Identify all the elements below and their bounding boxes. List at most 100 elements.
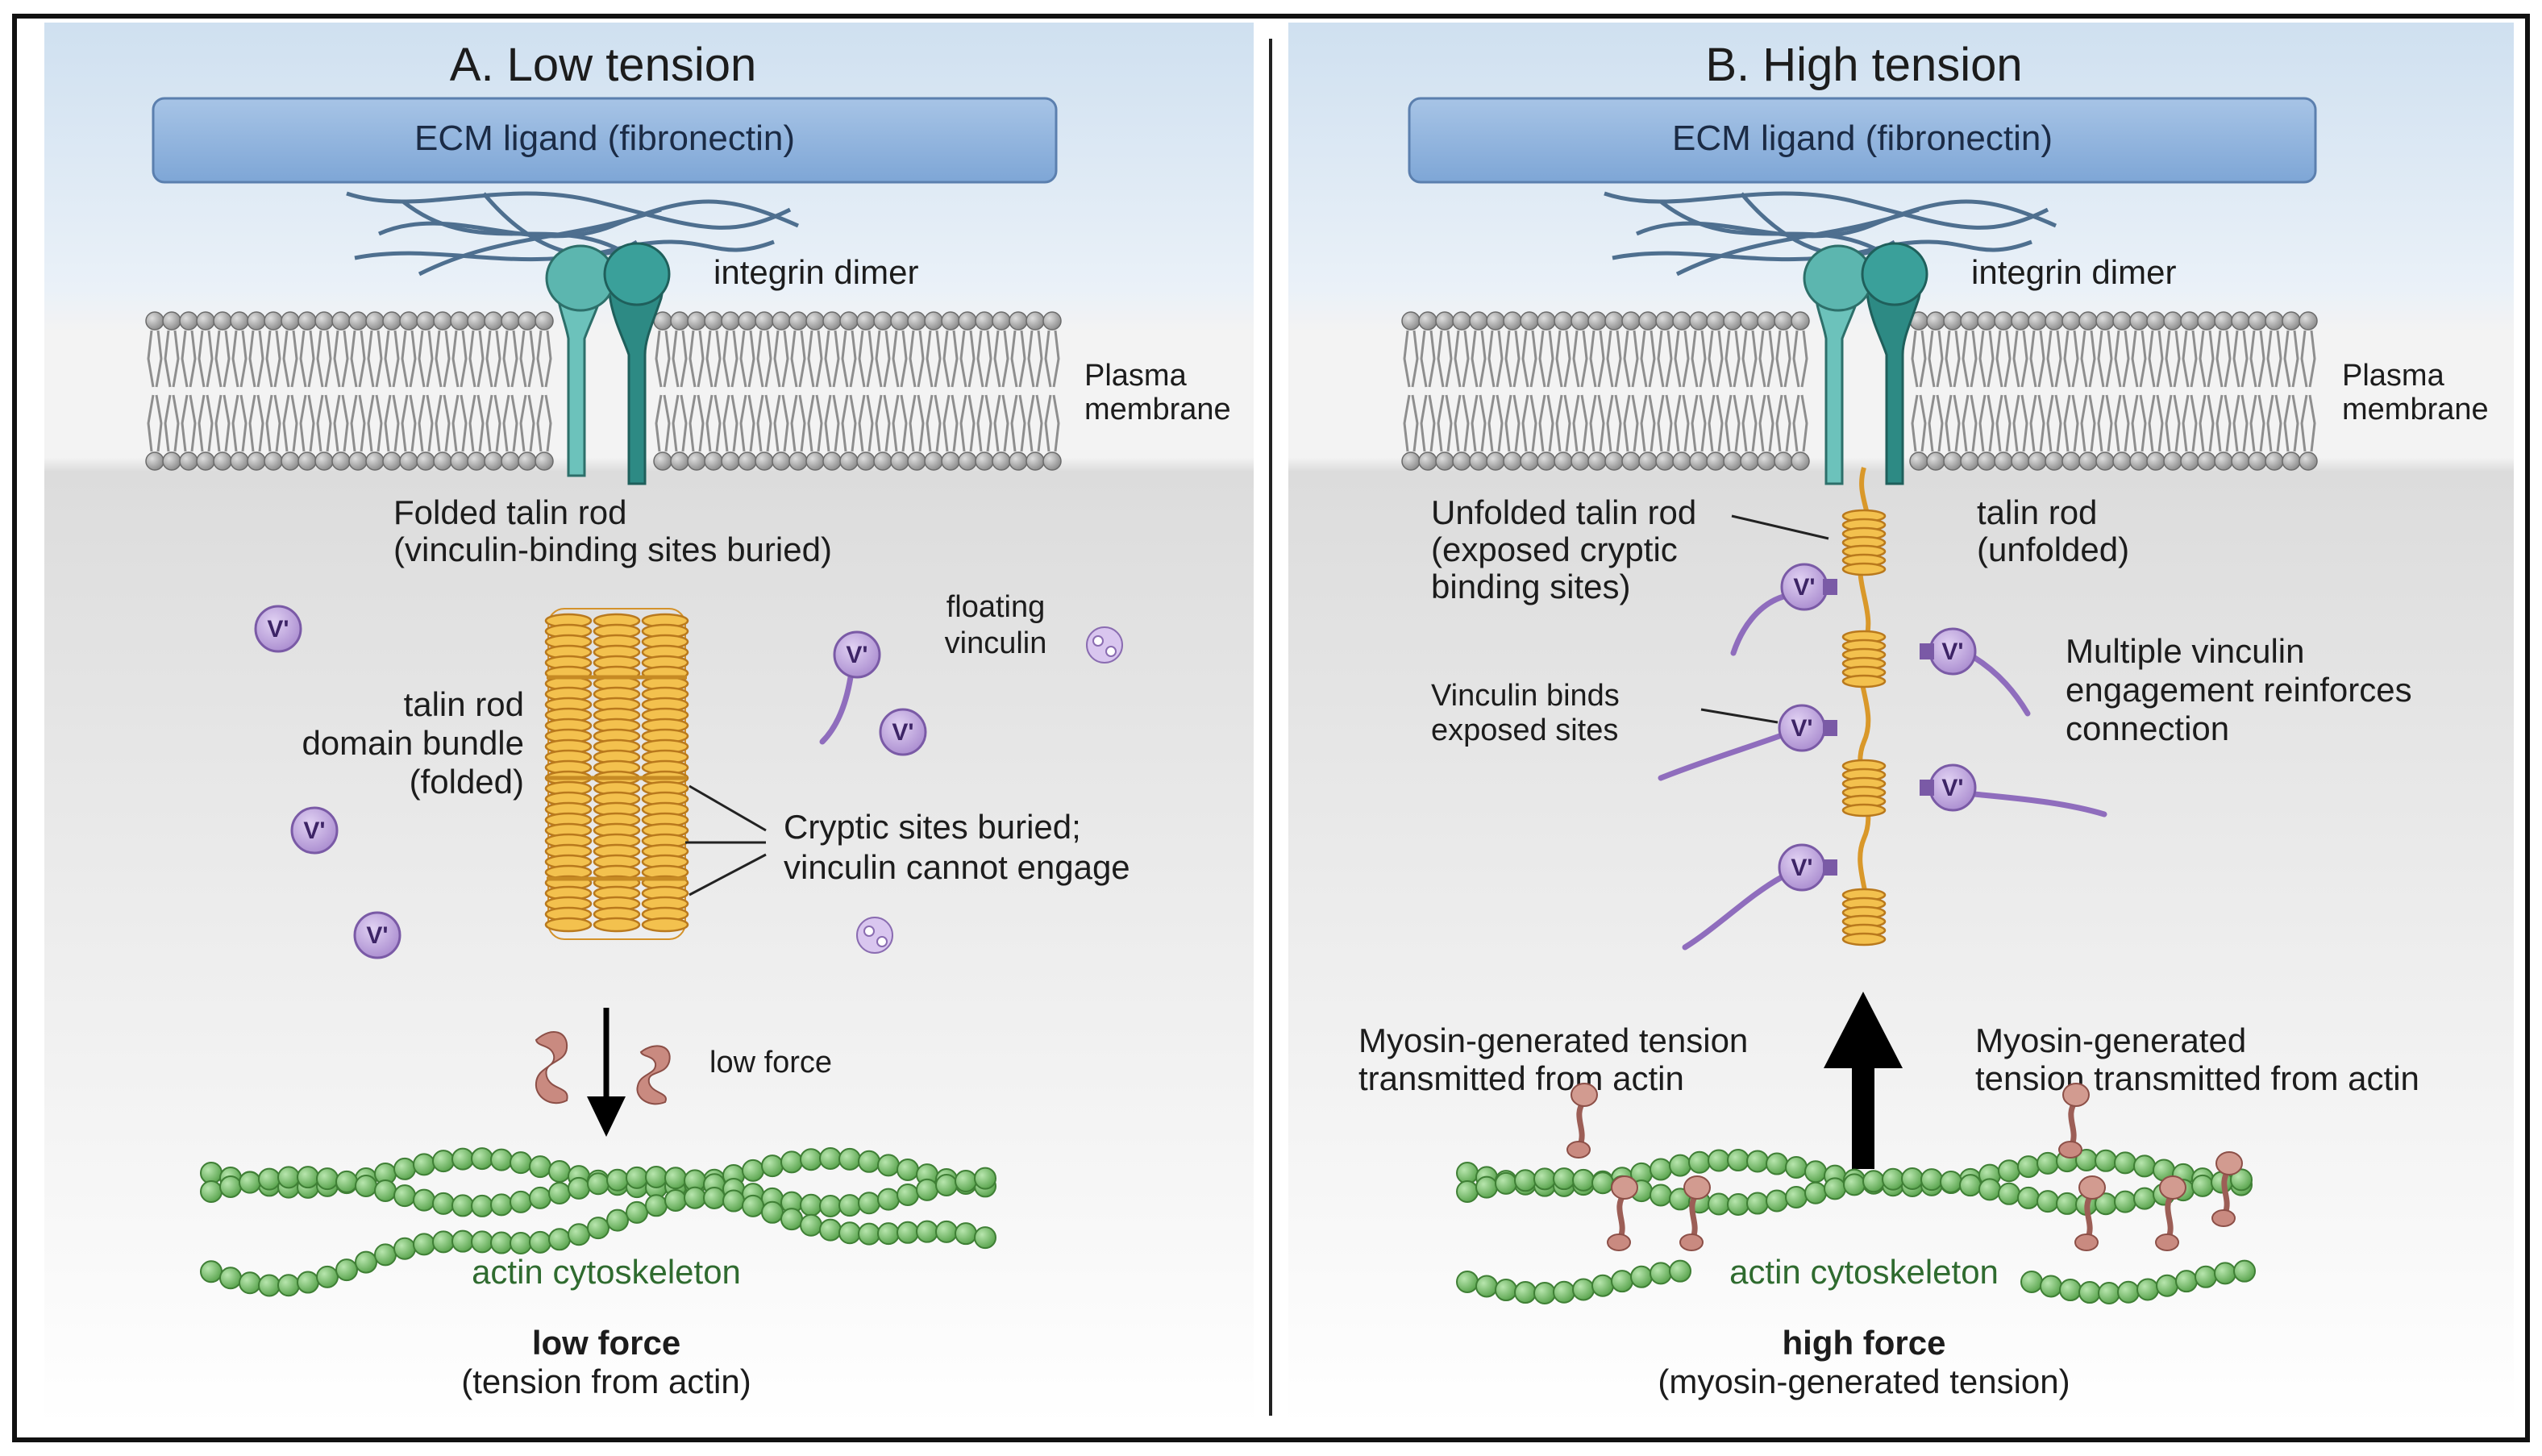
actin-monomer <box>2114 1151 2136 1175</box>
actin-monomer <box>974 1167 996 1190</box>
myosin-motor <box>1571 1083 1598 1107</box>
lipid-head <box>670 311 689 331</box>
myosin-head <box>2074 1175 2106 1251</box>
actin-monomer <box>1475 1175 1498 1199</box>
lipid-tail <box>926 330 942 388</box>
actin-monomer <box>1804 1181 1827 1204</box>
lipid-head <box>1587 311 1607 331</box>
lipid-head <box>518 311 537 331</box>
lipid-head <box>348 311 368 331</box>
panel-b-title: B. High tension <box>1705 39 2022 91</box>
lipid-head <box>1009 451 1028 471</box>
lipid-tail <box>536 330 552 388</box>
lipid-head <box>1469 311 1488 331</box>
actin-monomer <box>1611 1270 1633 1293</box>
lipid-tail <box>909 394 925 452</box>
vinculin-binds-label: Vinculin binds <box>1431 679 1620 713</box>
actin-monomer <box>2114 1190 2136 1213</box>
actin-monomer <box>858 1192 880 1215</box>
actin-monomer <box>1572 1278 1595 1301</box>
actin-monomer <box>1785 1186 1808 1209</box>
lipid-tail <box>350 330 366 388</box>
actin-monomer <box>1708 1192 1730 1216</box>
lipid-head <box>1994 451 2013 471</box>
lipid-head <box>2265 451 2284 471</box>
actin-monomer <box>877 1188 900 1211</box>
lipid-head <box>1926 311 1945 331</box>
vinculin-head <box>254 605 302 653</box>
lipid-tail <box>1674 394 1690 452</box>
lipid-head <box>247 451 266 471</box>
lipid-tail <box>824 330 840 388</box>
lipid-head <box>145 311 164 331</box>
vinculin-tail <box>1970 791 2107 817</box>
lipid-head <box>2129 451 2149 471</box>
actin-monomer <box>1998 1182 2020 1205</box>
lipid-head <box>264 311 283 331</box>
talin-helix-turn <box>1841 932 1887 946</box>
lipid-tail <box>1606 394 1622 452</box>
unfolded-talin-leader <box>1731 514 1829 540</box>
actin-monomer <box>548 1159 571 1183</box>
lipid-head <box>941 451 960 471</box>
actin-monomer <box>335 1170 358 1193</box>
actin-monomer <box>1553 1167 1575 1191</box>
lipid-tail <box>1538 394 1554 452</box>
lipid-tail <box>164 394 180 452</box>
lipid-tail <box>875 394 891 452</box>
actin-monomer <box>1766 1152 1788 1175</box>
lipid-tail <box>1027 330 1043 388</box>
talin-helix-turn <box>1841 803 1887 817</box>
actin-monomer <box>239 1171 261 1194</box>
lipid-tail <box>2266 394 2282 452</box>
lipid-tail <box>2097 394 2113 452</box>
lipid-head <box>1740 311 1759 331</box>
lipid-head <box>450 451 469 471</box>
lipid-head <box>1401 451 1421 471</box>
lipid-tail <box>1978 394 1995 452</box>
lipid-tail <box>316 330 332 388</box>
lipid-tail <box>1403 330 1419 388</box>
lipid-tail <box>739 330 755 388</box>
lipid-head <box>958 311 977 331</box>
lipid-head <box>1486 311 1505 331</box>
actin-monomer <box>935 1173 958 1196</box>
lipid-head <box>704 311 723 331</box>
lipid-head <box>2129 311 2149 331</box>
myosin-fragments <box>535 1031 671 1105</box>
lipid-head <box>1571 451 1590 471</box>
lipid-tail <box>2114 330 2130 388</box>
lipid-tail <box>282 394 298 452</box>
myosin-head <box>1566 1083 1598 1159</box>
actin-monomer <box>684 1186 706 1209</box>
actin-monomer <box>626 1200 648 1224</box>
actin-monomer <box>374 1243 397 1267</box>
actin-monomer <box>529 1186 551 1209</box>
actin-monomer <box>858 1222 880 1246</box>
lipid-tail <box>1708 394 1724 452</box>
lipid-head <box>1554 311 1573 331</box>
lipid-tail <box>2199 330 2215 388</box>
vinculin: V' <box>1928 627 2031 717</box>
lipid-head <box>1520 451 1539 471</box>
lipid-head <box>1960 311 1979 331</box>
myosin-head <box>2155 1175 2186 1251</box>
actin-monomer <box>258 1274 281 1297</box>
lipid-head <box>839 311 859 331</box>
talin-helix-turn <box>1841 674 1887 688</box>
lipid-head <box>1469 451 1488 471</box>
lipid-tail <box>1623 394 1639 452</box>
actin-monomer <box>1824 1177 1846 1200</box>
talin-folded-label-2: (vinculin-binding sites buried) <box>393 530 832 568</box>
lipid-tail <box>2131 330 2147 388</box>
bundle-label-3: (folded) <box>410 763 524 801</box>
multiple-vinculin-label-3: connection <box>2066 709 2229 747</box>
actin-monomer <box>2040 1275 2062 1298</box>
actin-monomer <box>548 1228 571 1251</box>
actin-monomer <box>1843 1173 1866 1196</box>
lipid-head <box>2045 451 2064 471</box>
actin-monomer <box>742 1159 764 1182</box>
myosin-motor <box>2062 1083 2090 1107</box>
lipid-head <box>348 451 368 471</box>
lipid-head <box>2112 311 2132 331</box>
